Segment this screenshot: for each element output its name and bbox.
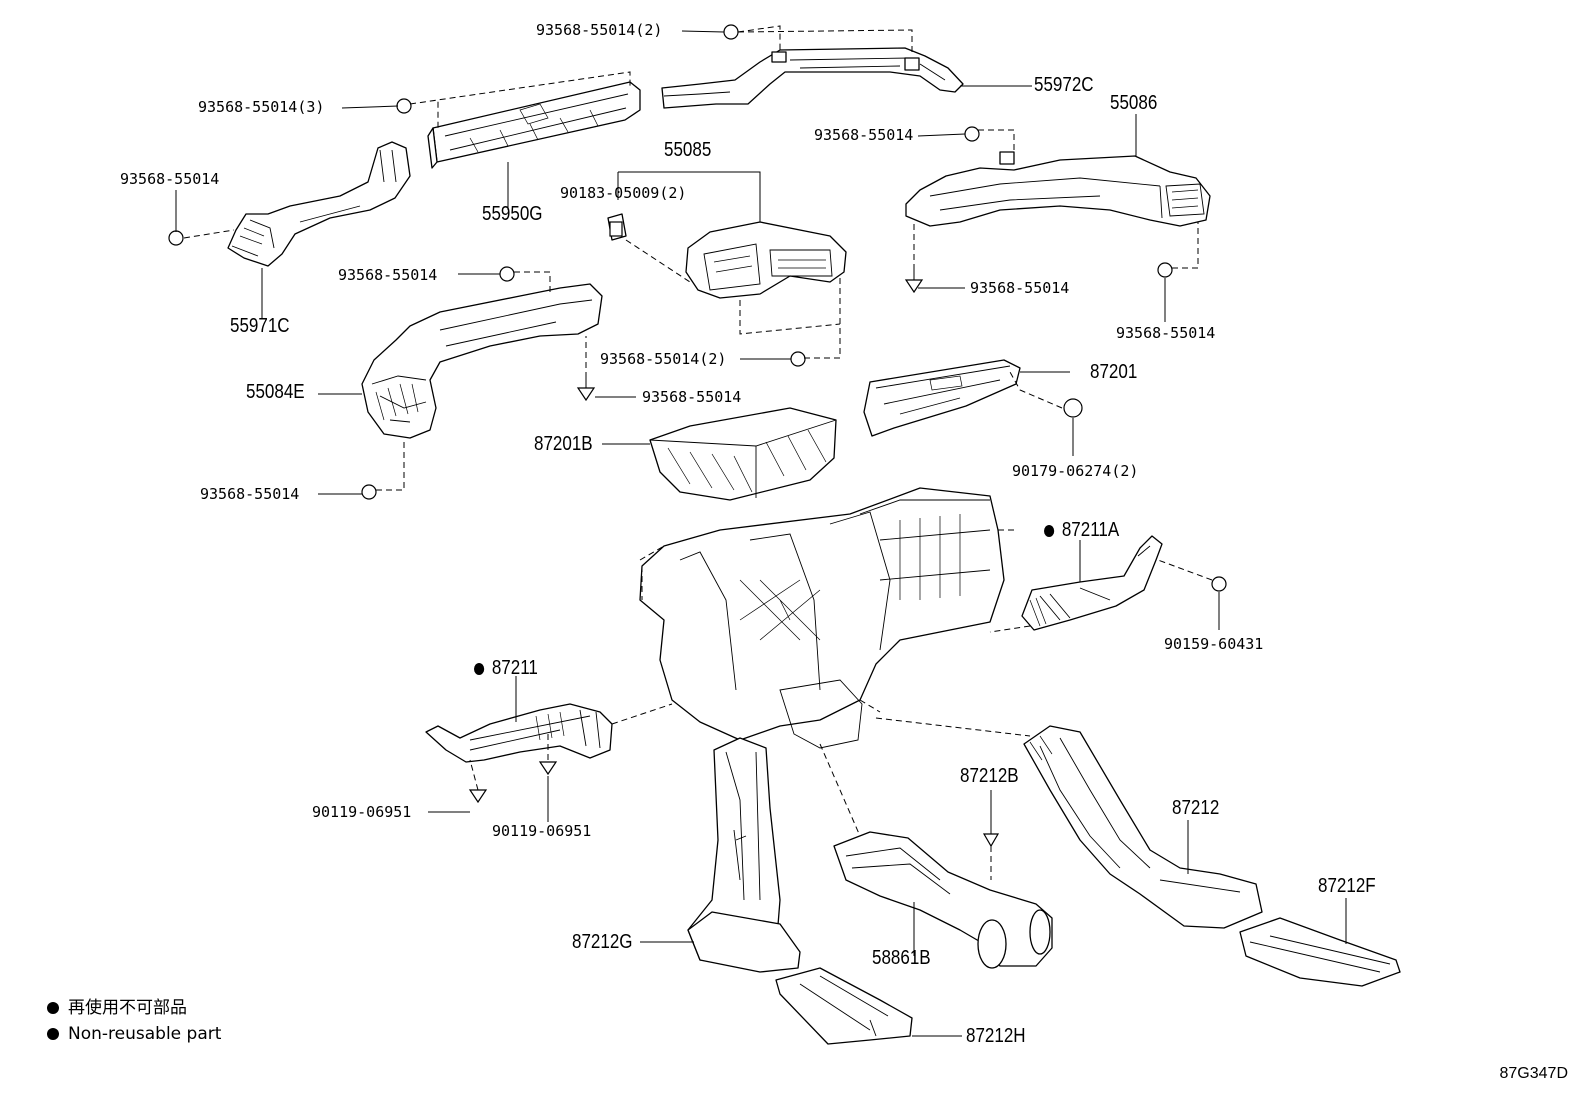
legend-ja: 再使用不可部品 bbox=[47, 1000, 187, 1017]
duct-55085 bbox=[607, 213, 847, 299]
fastener-label-center2: 93568-55014(2) bbox=[600, 350, 727, 368]
non-reusable-mark bbox=[1044, 525, 1055, 537]
drawing-code: 87G347D bbox=[1499, 1065, 1569, 1082]
part-label-58861B: 58861B bbox=[872, 947, 931, 969]
fastener-label-90179: 90179-06274(2) bbox=[1012, 462, 1139, 480]
part-label-87212: 87212 bbox=[1172, 797, 1220, 819]
fastener-label-3: 93568-55014(3) bbox=[198, 98, 325, 116]
duct-58861B bbox=[833, 831, 1053, 969]
fastener-label-90119a: 90119-06951 bbox=[312, 803, 412, 821]
heater-unit bbox=[639, 487, 1016, 749]
fastener-label-left: 93568-55014 bbox=[120, 170, 220, 188]
part-label-55085: 55085 bbox=[664, 139, 712, 161]
part-label-87201B: 87201B bbox=[534, 433, 593, 455]
part-label-87212F: 87212F bbox=[1318, 875, 1376, 897]
legend-dot bbox=[47, 1028, 59, 1040]
duct-87212F bbox=[1239, 917, 1401, 987]
part-label-87212B: 87212B bbox=[960, 765, 1019, 787]
fastener-label-lowleft: 93568-55014 bbox=[200, 485, 300, 503]
legend-en-text: Non-reusable part bbox=[68, 1024, 222, 1044]
fastener-label-mid: 93568-55014 bbox=[338, 266, 438, 284]
duct-55971C bbox=[227, 141, 411, 267]
duct-55086 bbox=[905, 151, 1211, 227]
duct-87212 bbox=[1023, 725, 1263, 929]
non-reusable-mark bbox=[474, 663, 485, 675]
fastener-label-90119b: 90119-06951 bbox=[492, 822, 592, 840]
alignment-lines bbox=[183, 25, 1213, 880]
register-87201 bbox=[863, 359, 1021, 437]
fastener-label-90159: 90159-60431 bbox=[1164, 635, 1264, 653]
part-label-87211A: 87211A bbox=[1044, 520, 1119, 540]
fastener-label-right-bl: 93568-55014 bbox=[970, 279, 1070, 297]
part-label-87211: 87211 bbox=[474, 658, 538, 678]
part-label-55972C: 55972C bbox=[1034, 74, 1094, 96]
part-label-55086: 55086 bbox=[1110, 92, 1158, 114]
register-87201B bbox=[649, 407, 837, 501]
part-label-55971C: 55971C bbox=[230, 315, 290, 337]
legend-ja-text: 再使用不可部品 bbox=[68, 998, 187, 1018]
fastener-label-top: 93568-55014(2) bbox=[536, 21, 663, 39]
legend-dot bbox=[47, 1002, 59, 1014]
duct-55972C bbox=[661, 47, 964, 109]
duct-55084E bbox=[361, 283, 603, 439]
part-label-87212G: 87212G bbox=[572, 931, 633, 953]
part-label-55950G: 55950G bbox=[482, 203, 543, 225]
fastener-label-clip: 90183-05009(2) bbox=[560, 184, 687, 202]
duct-87212G bbox=[687, 737, 801, 973]
duct-87211A bbox=[1021, 535, 1163, 631]
fastener-glyphs bbox=[168, 24, 1227, 848]
part-label-55084E: 55084E bbox=[246, 381, 305, 403]
part-label-87211-text: 87211 bbox=[491, 657, 538, 679]
duct-87212H bbox=[775, 967, 913, 1045]
fastener-label-upright: 93568-55014 bbox=[814, 126, 914, 144]
part-label-87211A-text: 87211A bbox=[1061, 519, 1120, 541]
part-label-87201: 87201 bbox=[1090, 361, 1138, 383]
fastener-label-center: 93568-55014 bbox=[642, 388, 742, 406]
fastener-label-right-br: 93568-55014 bbox=[1116, 324, 1216, 342]
duct-55950G bbox=[427, 81, 641, 169]
leader-lines bbox=[175, 30, 1347, 1037]
duct-87211 bbox=[425, 703, 613, 763]
legend-en: Non-reusable part bbox=[47, 1026, 221, 1043]
part-label-87212H: 87212H bbox=[966, 1025, 1026, 1047]
